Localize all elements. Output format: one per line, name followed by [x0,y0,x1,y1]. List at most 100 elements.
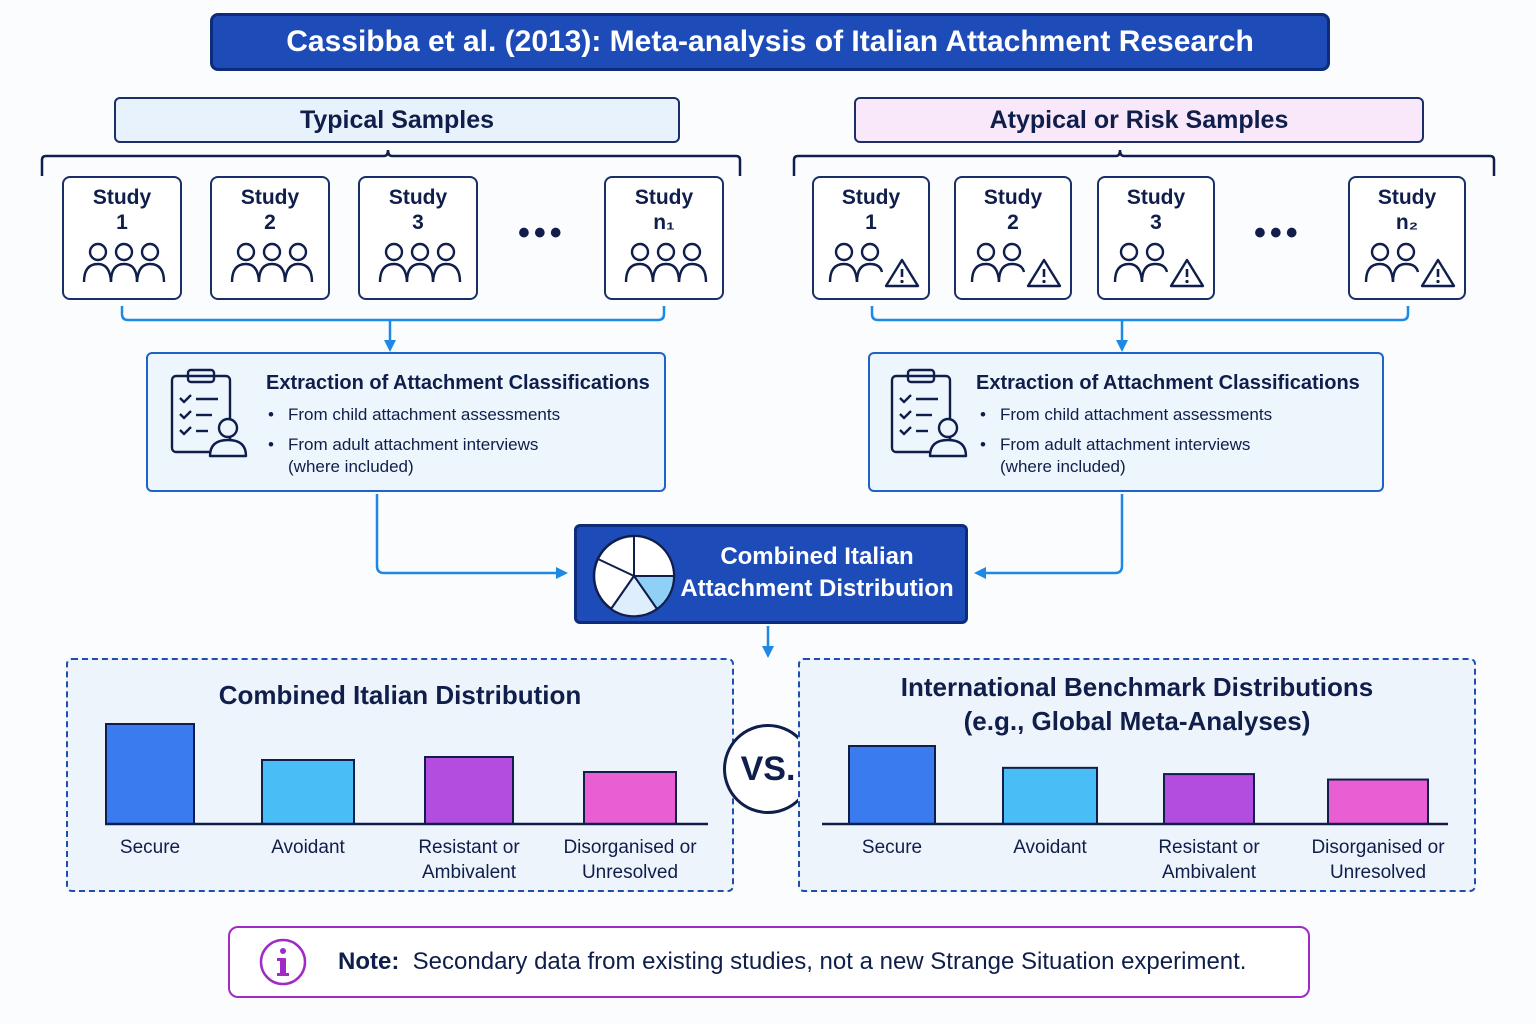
category-label: Secure [807,835,977,860]
note-text: Note: Secondary data from existing studi… [338,948,1246,976]
study-number: n₂ [1395,211,1419,234]
category-label-line: Ambivalent [1162,862,1256,883]
category-label-line: Unresolved [581,862,679,883]
study-label: Study [388,186,448,209]
people-warning-icon [970,242,1062,288]
category-label-line: Resistant or [1158,837,1260,858]
extraction-title: Extraction of Attachment Classifications [266,372,650,394]
combined-box-label: Combined Italian Attachment Distribution [677,541,957,605]
category-label-line: Disorganised or [563,837,697,858]
clipboard-person-icon [170,368,248,458]
atypical-study-3: Study 3 [1097,176,1215,300]
people-group-icon [624,242,708,283]
extraction-bullet-child: From child attachment assessments [978,404,1272,426]
combined-box-line2: Attachment Distribution [680,575,954,602]
category-label-line: Resistant or [418,837,520,858]
people-warning-icon [1113,242,1205,288]
international-chart-title-line1: International Benchmark Distributions [900,672,1374,702]
category-label: Avoidant [965,835,1135,860]
category-label-line: Secure [119,837,181,858]
extraction-bullet-adult-text: From adult attachment interviews [288,435,539,454]
study-number: 3 [1150,211,1162,234]
italian-distribution-panel: Combined Italian Distribution Secure Avoi… [66,658,734,892]
extraction-title: Extraction of Attachment Classifications [976,372,1360,394]
note-body: Secondary data from existing studies, no… [412,948,1247,975]
category-label-line: Ambivalent [422,862,516,883]
extraction-bullet-child: From child attachment assessments [266,404,560,426]
study-label: Study [92,186,152,209]
info-icon [259,938,307,986]
category-label-line: Secure [861,837,923,858]
people-warning-icon [828,242,920,288]
category-label: Disorganised or Unresolved [1293,835,1463,885]
category-label: Resistant or Ambivalent [384,835,554,885]
extraction-bullet-adult-note: (where included) [288,457,414,476]
people-group-icon [82,242,166,283]
category-label: Avoidant [223,835,393,860]
atypical-study-n2: Study n₂ [1348,176,1466,300]
typical-extraction-box: Extraction of Attachment Classifications… [146,352,666,492]
pie-chart-icon [592,534,676,618]
category-label-line: Disorganised or [1311,837,1445,858]
atypical-gather-line [870,306,1410,322]
bar-avoidant [1002,766,1098,825]
category-label: Secure [65,835,235,860]
study-number: 2 [264,211,276,234]
international-chart-title-line2: (e.g., Global Meta-Analyses) [963,706,1311,736]
extraction-bullet-adult-note: (where included) [1000,457,1126,476]
typical-ellipsis: ••• [518,214,566,252]
international-bar-chart [822,745,1448,826]
note-box: Note: Secondary data from existing studi… [228,926,1310,998]
extraction-bullet-adult-text: From adult attachment interviews [1000,435,1251,454]
typical-study-2: Study 2 [210,176,330,300]
study-number: 3 [412,211,424,234]
typical-to-combined-arrow [375,494,568,579]
study-label: Study [1377,186,1437,209]
atypical-extraction-box: Extraction of Attachment Classifications… [868,352,1384,492]
people-group-icon [230,242,314,283]
bar-secure [848,745,936,825]
atypical-ellipsis: ••• [1254,214,1302,252]
typical-study-3: Study 3 [358,176,478,300]
italian-bar-chart [105,723,708,826]
study-label: Study [1126,186,1186,209]
typical-study-n1: Study n₁ [604,176,724,300]
atypical-to-combined-arrow [974,494,1124,579]
category-label-line: Unresolved [1329,862,1427,883]
bar-disorganised-or-unresolved [1327,778,1429,825]
study-number: 1 [116,211,128,234]
clipboard-person-icon [890,368,968,458]
category-label: Disorganised or Unresolved [545,835,715,885]
combined-distribution-box: Combined Italian Attachment Distribution [574,524,968,624]
combined-box-line1: Combined Italian [720,543,914,570]
typical-gather-line [120,306,666,322]
international-chart-title: International Benchmark Distributions (e… [800,670,1474,738]
international-distribution-panel: International Benchmark Distributions (e… [798,658,1476,892]
extraction-bullet-adult: From adult attachment interviews (where … [266,434,560,478]
study-label: Study [841,186,901,209]
study-label: Study [983,186,1043,209]
atypical-study-1: Study 1 [812,176,930,300]
bar-disorganised-or-unresolved [583,771,677,825]
people-warning-icon [1364,242,1456,288]
extraction-bullets: From child attachment assessments From a… [266,404,560,478]
italian-chart-title: Combined Italian Distribution [218,680,582,710]
atypical-samples-header: Atypical or Risk Samples [854,97,1424,143]
people-group-icon [378,242,462,283]
category-label-line: Avoidant [271,837,345,858]
study-number: n₁ [653,211,675,234]
typical-samples-header: Typical Samples [114,97,680,143]
bar-avoidant [261,759,355,825]
study-label: Study [240,186,300,209]
study-number: 1 [865,211,877,234]
study-number: 2 [1007,211,1019,234]
diagram-title: Cassibba et al. (2013): Meta-analysis of… [210,13,1330,71]
bar-resistant-or-ambivalent [1163,773,1255,825]
category-label-line: Avoidant [1013,837,1087,858]
extraction-bullets: From child attachment assessments From a… [978,404,1272,478]
atypical-bracket [792,149,1496,176]
extraction-bullet-adult: From adult attachment interviews (where … [978,434,1272,478]
typical-bracket [40,149,742,176]
bar-resistant-or-ambivalent [424,756,514,825]
